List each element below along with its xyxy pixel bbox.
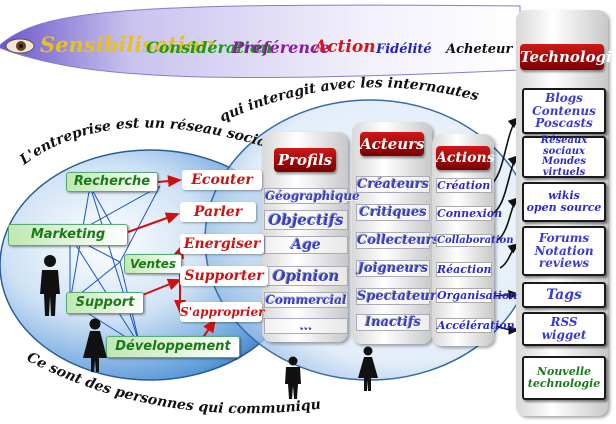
department-marketing: Marketing bbox=[8, 224, 128, 246]
profil-item: Objectifs bbox=[264, 210, 348, 230]
verb-support: Supporter bbox=[180, 266, 268, 286]
acteur-item: Créateurs bbox=[356, 176, 430, 193]
funnel-stage-buyer: Acheteur bbox=[446, 42, 513, 57]
svg-text:qui interagit avec les interna: qui interagit avec les internautes bbox=[217, 75, 480, 125]
person-man-small-icon bbox=[285, 356, 301, 399]
technology-line: Poscasts bbox=[535, 116, 593, 131]
funnel-stage-awareness: Sensibilisation bbox=[40, 32, 215, 57]
technology-line: Notation bbox=[534, 243, 594, 258]
profil-item: Géographique bbox=[264, 188, 360, 204]
svg-text:L'entreprise est un réseau soc: L'entreprise est un réseau social bbox=[16, 116, 274, 169]
profil-item: ... bbox=[264, 318, 348, 334]
technology-line: reviews bbox=[538, 256, 590, 271]
verb-talk: Parler bbox=[180, 202, 256, 222]
acteur-item: Inactifs bbox=[356, 314, 430, 331]
funnel-stage-loyalty: Fidélité bbox=[376, 42, 432, 57]
technology-line: wigget bbox=[541, 328, 587, 342]
technology-line: open source bbox=[526, 201, 602, 214]
funnel-stage-preference: Préférence bbox=[232, 38, 330, 57]
technology-line: Mondes virtuels bbox=[542, 156, 586, 178]
funnel-stage-action: Action bbox=[314, 37, 376, 57]
acteur-item: Critiques bbox=[356, 204, 430, 221]
technology-line: wikis bbox=[548, 189, 580, 203]
verb-appropriate: S'approprier bbox=[180, 302, 264, 322]
actions-title: Actions bbox=[436, 146, 495, 170]
person-man-icon bbox=[40, 255, 60, 316]
slogan-interacts-with-users: qui interagit avec les internautes bbox=[217, 75, 480, 125]
person-woman-icon bbox=[83, 318, 107, 372]
verb-listen: Ecouter bbox=[182, 170, 262, 190]
technology-line: Contenus bbox=[532, 103, 596, 118]
department-research: Recherche bbox=[66, 172, 158, 192]
technology-line: Tags bbox=[546, 286, 582, 303]
funnel-stage-consideration: Considération bbox=[146, 38, 273, 57]
technology-line: technologie bbox=[527, 377, 601, 390]
acteur-item: Joigneurs bbox=[356, 260, 430, 277]
department-sales: Ventes bbox=[124, 254, 182, 274]
technology-line: Forums bbox=[538, 231, 590, 246]
action-item: Accélération bbox=[436, 318, 515, 333]
profils-title: Profils bbox=[274, 148, 336, 172]
technology-line: Réseaux sociaux bbox=[540, 135, 588, 157]
action-item: Connexion bbox=[436, 206, 503, 221]
action-item: Création bbox=[436, 178, 492, 193]
profil-item: Age bbox=[264, 236, 348, 254]
slogan-company-network: L'entreprise est un réseau social bbox=[16, 116, 274, 169]
technology-line: Nouvelle bbox=[536, 365, 592, 379]
acteur-item: Spectateurs bbox=[356, 288, 444, 305]
profil-item: Commercial bbox=[264, 292, 348, 308]
person-woman-small-icon bbox=[358, 346, 378, 391]
acteurs-title: Acteurs bbox=[360, 132, 425, 156]
eye-icon bbox=[5, 38, 35, 54]
technologies-title: Technologies bbox=[520, 44, 616, 70]
department-development: Développement bbox=[106, 336, 240, 358]
verb-energize: Energiser bbox=[180, 234, 264, 254]
technology-line: RSS bbox=[550, 315, 578, 330]
profil-item: Opinion bbox=[264, 266, 348, 286]
technology-line: Blogs bbox=[545, 91, 583, 106]
action-item: Collaboration bbox=[436, 234, 514, 247]
action-item: Réaction bbox=[436, 262, 492, 277]
technology-tags-box: Tags bbox=[522, 282, 606, 308]
action-item: Organisation bbox=[436, 288, 518, 303]
acteur-item: Collecteurs bbox=[356, 232, 440, 249]
department-support: Support bbox=[66, 292, 144, 314]
